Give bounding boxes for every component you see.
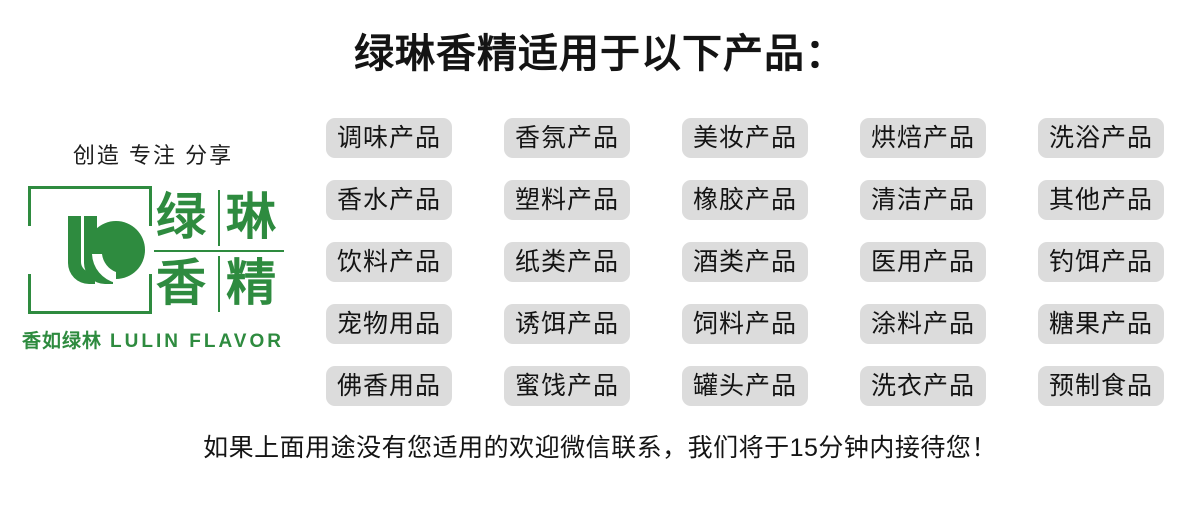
- product-category-tag[interactable]: 香氛产品: [503, 118, 630, 158]
- product-category-tag[interactable]: 烘焙产品: [859, 118, 986, 158]
- brand-wordmark: 绿 琳 香 精: [154, 188, 286, 314]
- wordmark-char-3: 精: [226, 254, 276, 312]
- wordmark-char-2: 香: [156, 254, 206, 312]
- product-category-tag[interactable]: 涂料产品: [859, 304, 986, 344]
- lulin-logo-icon: [68, 216, 145, 284]
- wordmark-char-1: 琳: [226, 188, 276, 246]
- logo-frame-icon: [28, 186, 152, 314]
- product-category-tag[interactable]: 钓饵产品: [1037, 242, 1164, 282]
- product-category-tag[interactable]: 饲料产品: [681, 304, 808, 344]
- brand-tagline-cn: 香如绿林: [22, 331, 103, 352]
- product-category-tag[interactable]: 塑料产品: [503, 180, 630, 220]
- logo-lockup: 绿 琳 香 精: [14, 186, 292, 316]
- page-title: 绿琳香精适用于以下产品：: [354, 32, 846, 76]
- product-category-tag[interactable]: 蜜饯产品: [503, 366, 630, 406]
- brand-tagline-en: LULIN FLAVOR: [110, 331, 284, 352]
- product-category-tag[interactable]: 预制食品: [1037, 366, 1164, 406]
- brand-tagline: 香如绿林 LULIN FLAVOR: [14, 326, 292, 353]
- contact-caption: 如果上面用途没有您适用的欢迎微信联系，我们将于15分钟内接待您！: [203, 434, 997, 462]
- brand-slogan: 创造 专注 分享: [72, 143, 234, 168]
- product-category-tag[interactable]: 糖果产品: [1037, 304, 1164, 344]
- product-category-tag[interactable]: 洗浴产品: [1037, 118, 1164, 158]
- product-category-tag[interactable]: 饮料产品: [325, 242, 452, 282]
- product-category-tag[interactable]: 酒类产品: [681, 242, 808, 282]
- product-category-tag[interactable]: 香水产品: [325, 180, 452, 220]
- product-category-grid: 调味产品 香氛产品 美妆产品 烘焙产品 洗浴产品香水产品 塑料产品 橡胶产品 清洁产品 其他产品…: [300, 118, 1190, 428]
- product-category-tag[interactable]: 诱饵产品: [503, 304, 630, 344]
- product-category-tag[interactable]: 美妆产品: [681, 118, 808, 158]
- product-category-tag[interactable]: 医用产品: [859, 242, 986, 282]
- product-category-tag[interactable]: 纸类产品: [503, 242, 630, 282]
- product-category-tag[interactable]: 橡胶产品: [681, 180, 808, 220]
- product-category-tag[interactable]: 清洁产品: [859, 180, 986, 220]
- wordmark-char-0: 绿: [156, 188, 206, 246]
- product-category-tag[interactable]: 罐头产品: [681, 366, 808, 406]
- product-category-tag[interactable]: 佛香用品: [325, 366, 452, 406]
- product-category-tag[interactable]: 调味产品: [325, 118, 452, 158]
- product-category-tag[interactable]: 洗衣产品: [859, 366, 986, 406]
- product-category-tag[interactable]: 其他产品: [1037, 180, 1164, 220]
- product-category-tag[interactable]: 宠物用品: [325, 304, 452, 344]
